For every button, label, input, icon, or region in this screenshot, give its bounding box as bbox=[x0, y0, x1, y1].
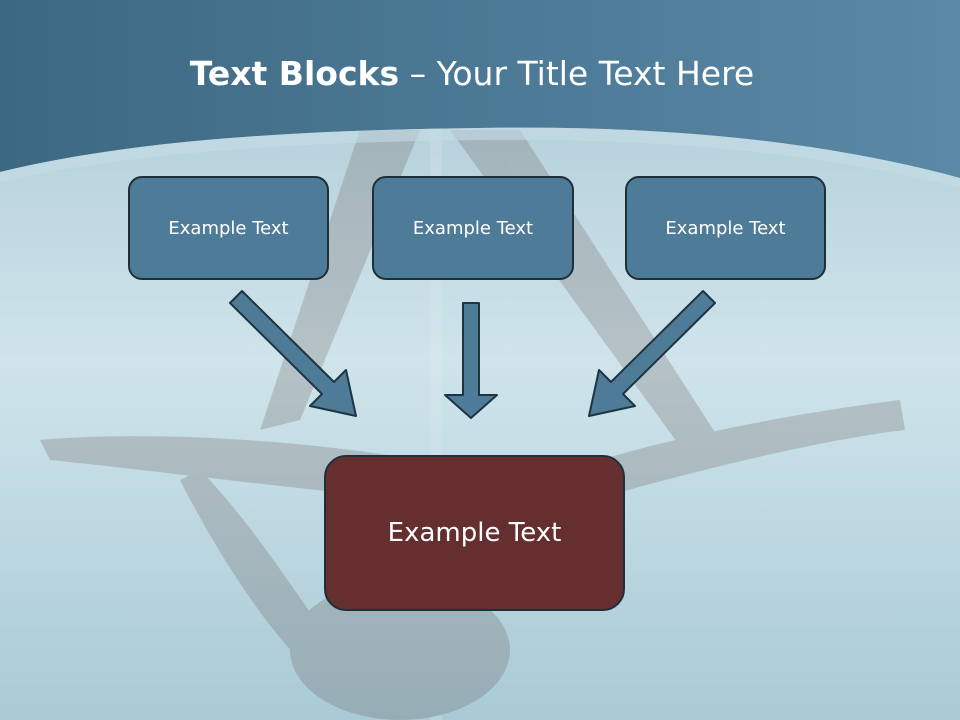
slide-title: Text Blocks – Your Title Text Here bbox=[0, 50, 944, 98]
header-light-wave bbox=[0, 127, 960, 188]
text-block-top-right[interactable]: Example Text bbox=[625, 176, 826, 280]
text-block-label: Example Text bbox=[387, 518, 562, 548]
text-block-center[interactable]: Example Text bbox=[324, 455, 625, 611]
text-block-label: Example Text bbox=[412, 217, 534, 239]
header-band bbox=[0, 0, 960, 178]
text-block-top-left[interactable]: Example Text bbox=[128, 176, 329, 280]
title-dash: – bbox=[399, 54, 437, 93]
text-block-label: Example Text bbox=[665, 217, 786, 239]
text-block-label: Example Text bbox=[168, 217, 289, 239]
title-rest: Your Title Text Here bbox=[436, 54, 755, 93]
title-bold-part: Text Blocks bbox=[189, 54, 400, 93]
text-block-top-middle[interactable]: Example Text bbox=[372, 176, 574, 280]
